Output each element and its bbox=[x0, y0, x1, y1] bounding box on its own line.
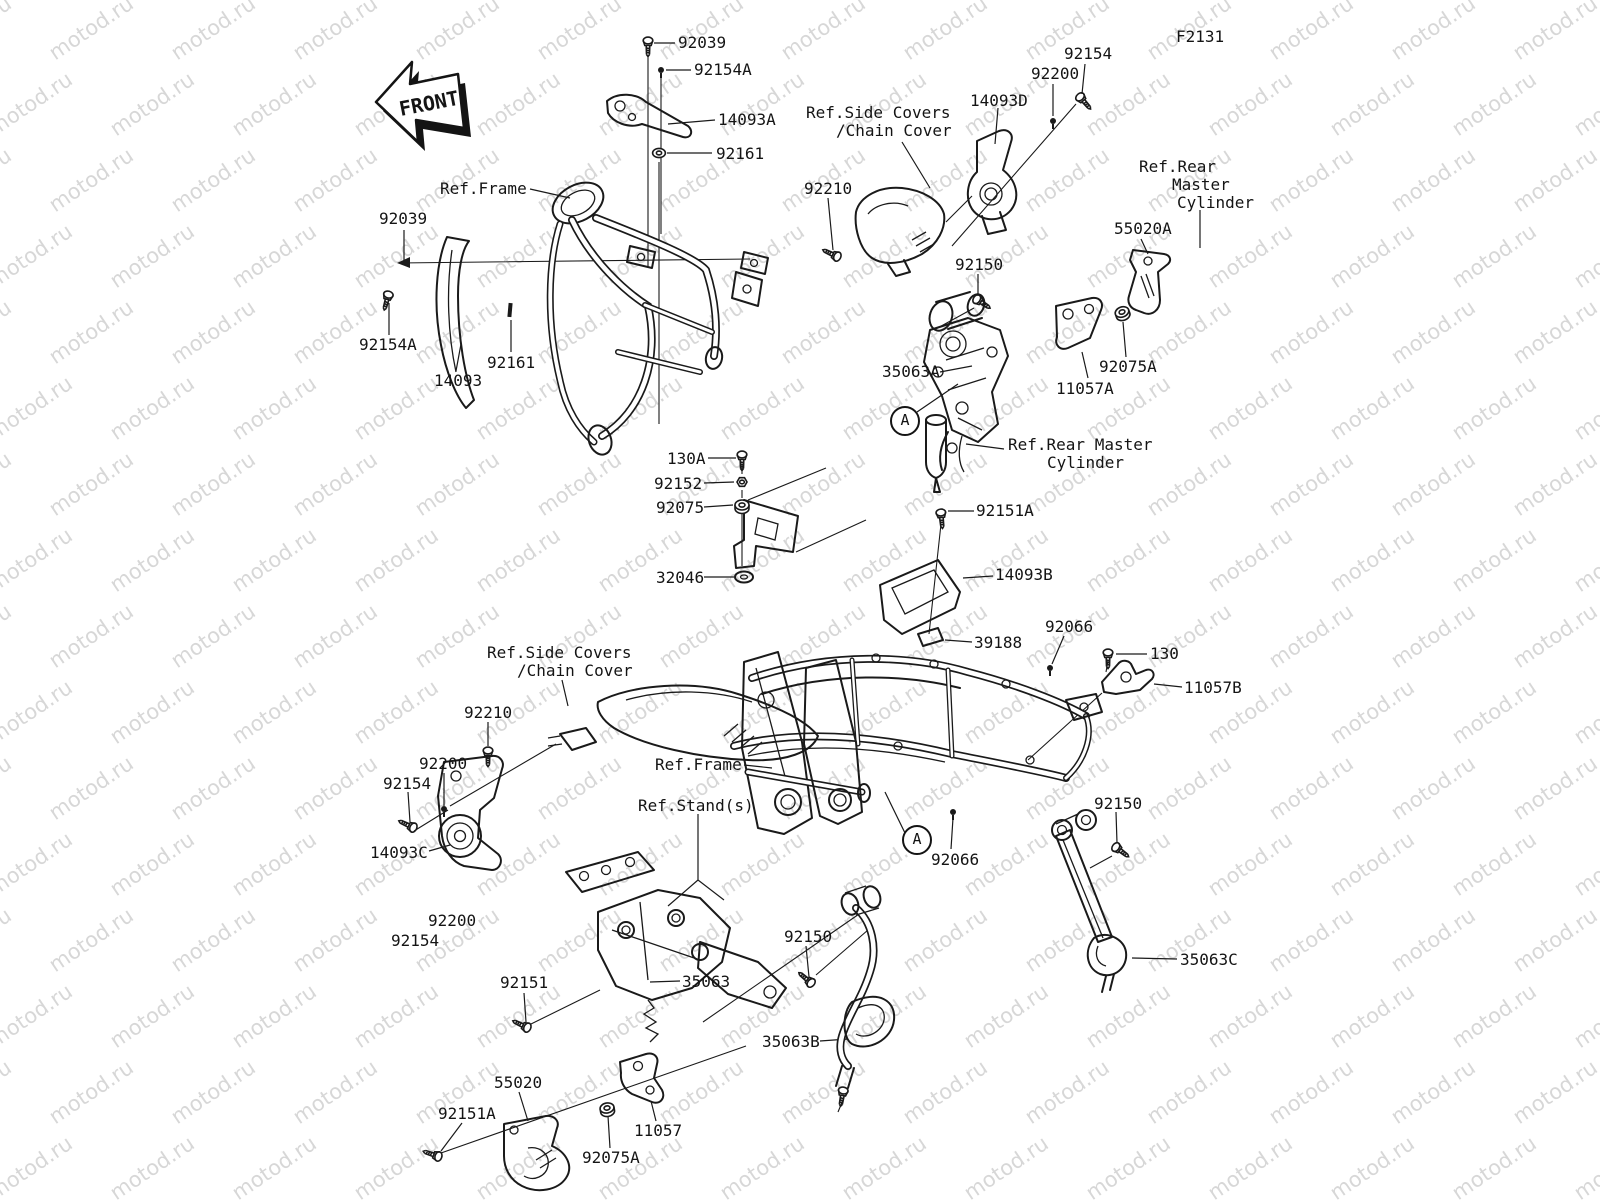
part-label: 11057 bbox=[634, 1121, 683, 1140]
part-label: 92075A bbox=[582, 1148, 640, 1167]
part-14093-drawing bbox=[435, 236, 475, 409]
axis-lines bbox=[398, 56, 1113, 1154]
part-label: 130 bbox=[1150, 644, 1179, 663]
part-35063C-drawing bbox=[1051, 809, 1128, 993]
part-label: Ref.Stand(s) bbox=[638, 796, 754, 815]
part-label: Ref.Frame bbox=[655, 755, 742, 774]
part-55020-drawing bbox=[503, 1114, 571, 1192]
part-label: Ref.Rear bbox=[1139, 157, 1217, 176]
part-label: 35063 bbox=[682, 972, 731, 991]
part-label: 55020A bbox=[1114, 219, 1172, 238]
part-label: /Chain Cover bbox=[517, 661, 633, 680]
part-label: 14093B bbox=[995, 565, 1053, 584]
part-label: 14093A bbox=[718, 110, 776, 129]
detail-marker: A bbox=[902, 825, 932, 855]
part-label: F2131 bbox=[1176, 27, 1225, 46]
part-label: 55020 bbox=[494, 1073, 543, 1092]
part-label: 11057B bbox=[1184, 678, 1242, 697]
part-label: Ref.Side Covers bbox=[487, 643, 632, 662]
rear-frame-drawing bbox=[730, 651, 1103, 835]
part-label: Cylinder bbox=[1177, 193, 1255, 212]
part-label: 92154 bbox=[391, 931, 440, 950]
part-label: 92039 bbox=[678, 33, 727, 52]
part-label: 14093C bbox=[370, 843, 428, 862]
part-label: 92200 bbox=[1031, 64, 1080, 83]
detail-marker: A bbox=[890, 406, 920, 436]
part-label: 92075A bbox=[1099, 357, 1157, 376]
part-14093A-drawing bbox=[606, 93, 693, 139]
arrowhead bbox=[397, 257, 410, 268]
part-14093C-drawing bbox=[437, 754, 504, 871]
part-14093B-drawing bbox=[879, 559, 961, 647]
part-label: 92154 bbox=[1064, 44, 1113, 63]
part-label: Ref.Side Covers bbox=[806, 103, 951, 122]
part-label: 92152 bbox=[654, 474, 703, 493]
front-frame-drawing bbox=[546, 181, 769, 456]
part-label: 92154A bbox=[359, 335, 417, 354]
part-label: 130A bbox=[667, 449, 706, 468]
part-label: Ref.Rear Master bbox=[1008, 435, 1153, 454]
part-label: 92200 bbox=[419, 754, 468, 773]
part-label: /Chain Cover bbox=[836, 121, 952, 140]
part-35063-drawing bbox=[565, 851, 787, 1043]
part-11057A-drawing bbox=[1055, 296, 1103, 350]
part-label: 92210 bbox=[464, 703, 513, 722]
part-label: 35063B bbox=[762, 1032, 820, 1051]
part-55020A-drawing bbox=[1127, 249, 1172, 315]
part-label: 92066 bbox=[931, 850, 980, 869]
part-label: 92161 bbox=[716, 144, 765, 163]
part-label: 14093D bbox=[970, 91, 1028, 110]
part-label: 35063C bbox=[1180, 950, 1238, 969]
part-label: 35063A bbox=[882, 362, 940, 381]
part-label: 11057A bbox=[1056, 379, 1114, 398]
part-11057-drawing bbox=[619, 1052, 665, 1104]
part-label: Cylinder bbox=[1047, 453, 1125, 472]
part-label: 92066 bbox=[1045, 617, 1094, 636]
part-label: 92210 bbox=[804, 179, 853, 198]
part-35063B-drawing bbox=[835, 885, 896, 1089]
leader-lines bbox=[388, 42, 1201, 1152]
part-35063A-drawing bbox=[923, 291, 1009, 493]
part-label: 92150 bbox=[784, 927, 833, 946]
part-label: 92151 bbox=[500, 973, 549, 992]
part-label: 92161 bbox=[487, 353, 536, 372]
part-label: 92200 bbox=[428, 911, 477, 930]
part-label: 14093 bbox=[434, 371, 483, 390]
lower-side-cover-drawing bbox=[547, 684, 819, 762]
part-label: 92150 bbox=[955, 255, 1004, 274]
part-label: 92151A bbox=[438, 1104, 496, 1123]
part-label: 92150 bbox=[1094, 794, 1143, 813]
part-label: 92151A bbox=[976, 501, 1034, 520]
part-label: Ref.Frame bbox=[440, 179, 527, 198]
part-label: 92154 bbox=[383, 774, 432, 793]
part-label: Master bbox=[1172, 175, 1230, 194]
part-label: 39188 bbox=[974, 633, 1023, 652]
part-11057B-drawing bbox=[1101, 659, 1155, 695]
part-label: 92039 bbox=[379, 209, 428, 228]
part-32046-drawing bbox=[733, 499, 799, 584]
part-label: 92075 bbox=[656, 498, 705, 517]
upper-side-cover-drawing bbox=[854, 129, 1018, 277]
part-label: 92154A bbox=[694, 60, 752, 79]
part-label: 32046 bbox=[656, 568, 705, 587]
front-arrow: FRONT bbox=[374, 60, 471, 151]
